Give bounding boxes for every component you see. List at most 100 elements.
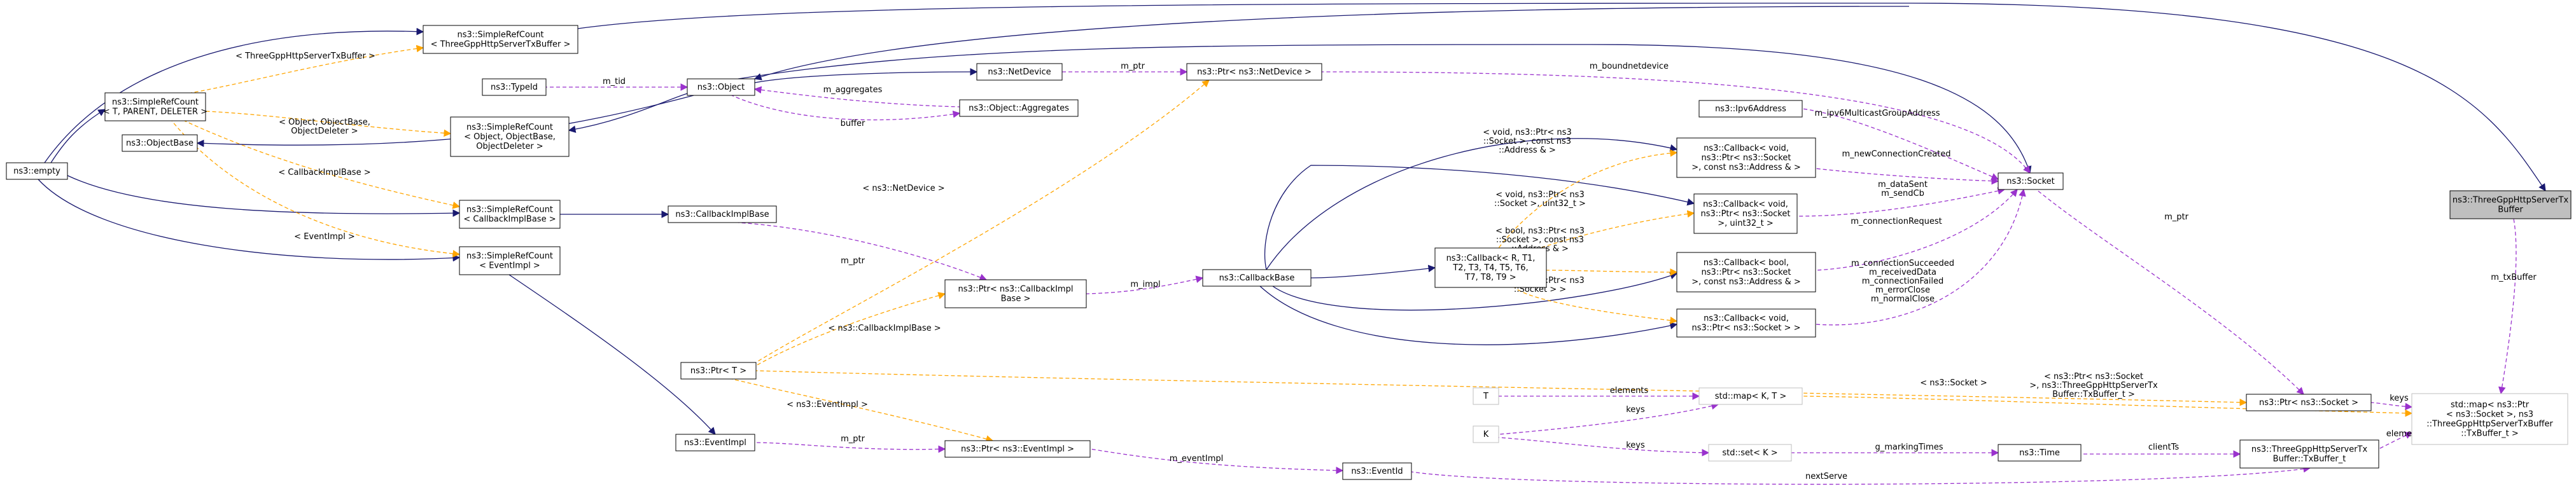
- class-node-label: ns3::Callback< void,ns3::Ptr< ns3::Socke…: [1692, 314, 1801, 333]
- edge-label-nextserve: nextServe: [1805, 472, 1847, 481]
- class-node-stdmap-kt[interactable]: std::map< K, T >: [1698, 387, 1803, 405]
- edge-label-m-connreq: m_connectionRequest: [1851, 217, 1942, 226]
- class-node-typeid[interactable]: ns3::TypeId: [482, 78, 547, 96]
- edge-label-tid: m_tid: [603, 77, 626, 86]
- class-node-label: ns3::SimpleRefCount< EventImpl >: [466, 252, 553, 271]
- class-node-ptr-socket[interactable]: ns3::Ptr< ns3::Socket >: [2246, 394, 2372, 411]
- class-node-label: ns3::TypeId: [491, 83, 538, 92]
- edge-label-nd-ptr: m_ptr: [1121, 62, 1145, 71]
- edge-label-marking: g_markingTimes: [1875, 443, 1943, 452]
- edge-stdmap-socket-to-ptr-socket: [2370, 402, 2413, 411]
- edge-ptr-t-to-ptr-nd: [755, 79, 1210, 363]
- edge-stdmap-socket-to-threegpp: [2498, 218, 2517, 395]
- class-node-stdset-k[interactable]: std::set< K >: [1708, 444, 1792, 462]
- class-node-netdevice[interactable]: ns3::NetDevice: [976, 63, 1063, 81]
- edge-cb3-to-socket: [1815, 189, 2018, 271]
- edge-label-src-cib-to-tbp: < CallbackImplBase >: [278, 168, 370, 177]
- edge-label-src-ei-to-tbp: < EventImpl >: [294, 232, 355, 242]
- class-node-src-threegpp[interactable]: ns3::SimpleRefCount< ThreeGppHttpServerT…: [423, 25, 578, 54]
- class-node-aggregates[interactable]: ns3::Object::Aggregates: [959, 99, 1079, 117]
- class-node-empty[interactable]: ns3::empty: [6, 162, 68, 180]
- class-node-label: ns3::Ptr< ns3::EventImpl >: [961, 444, 1074, 454]
- class-node-ipv6address[interactable]: ns3::Ipv6Address: [1698, 100, 1803, 118]
- edge-stdmap-kt-to-stdmap-socket: [1802, 396, 2413, 417]
- class-node-label: ns3::SimpleRefCount< ThreeGppHttpServerT…: [431, 31, 571, 50]
- edge-ptr-t-to-ptr-ei: [731, 378, 994, 443]
- edges: [38, 3, 2546, 485]
- edge-label-m-boundnetdevice: m_boundnetdevice: [1590, 62, 1669, 71]
- class-node-src-callbackimplbase[interactable]: ns3::SimpleRefCount< CallbackImplBase >: [459, 200, 561, 229]
- class-node-label: ns3::SimpleRefCount< Object, ObjectBase,…: [464, 123, 556, 151]
- class-node-k[interactable]: K: [1473, 425, 1499, 443]
- edge-src-cib-to-tbp: [184, 120, 461, 209]
- edge-cb4-to-callbackbase: [1259, 286, 1678, 345]
- edge-label-cib-ptr: m_ptr: [841, 256, 865, 266]
- class-node-label: ns3::Callback< void,ns3::Ptr< ns3::Socke…: [1691, 144, 1801, 172]
- class-node-label: ns3::Callback< R, T1,T2, T3, T4, T5, T6,…: [1446, 254, 1536, 282]
- edge-stdmap-kt-to-k: [1498, 402, 1719, 435]
- class-node-time[interactable]: ns3::Time: [1998, 444, 2082, 462]
- class-node-label: T: [1483, 392, 1488, 401]
- edge-labels: < ThreeGppHttpServerTxBuffer >< Object, …: [235, 52, 2537, 481]
- class-node-object[interactable]: ns3::Object: [687, 78, 755, 96]
- class-node-src-eventimpl[interactable]: ns3::SimpleRefCount< EventImpl >: [459, 246, 561, 275]
- class-node-eventimpl[interactable]: ns3::EventImpl: [675, 434, 755, 451]
- class-node-eventid[interactable]: ns3::EventId: [1342, 462, 1412, 480]
- class-node-ptr-eventimpl[interactable]: ns3::Ptr< ns3::EventImpl >: [944, 440, 1091, 458]
- edge-cb1-to-callbackbase: [1266, 138, 1678, 270]
- class-node-label: ns3::Ptr< ns3::NetDevice >: [1197, 67, 1312, 77]
- edge-label-clientts: clientTs: [2148, 443, 2179, 452]
- nodes: ns3::empty ns3::SimpleRefCount< T, PARENT…: [6, 25, 2572, 480]
- class-node-callbackbase[interactable]: ns3::CallbackBase: [1202, 269, 1312, 287]
- edge-ipv6-to-socket: [1802, 108, 1999, 181]
- class-node-cb-void-socket-addr[interactable]: ns3::Callback< void,ns3::Ptr< ns3::Socke…: [1676, 137, 1816, 178]
- class-node-label: ns3::Object::Aggregates: [969, 104, 1069, 113]
- class-node-label: ns3::CallbackImplBase: [675, 210, 769, 219]
- class-node-callback-rt[interactable]: ns3::Callback< R, T1,T2, T3, T4, T5, T6,…: [1434, 247, 1547, 288]
- edge-stdset-k-to-k: [1498, 437, 1710, 457]
- edge-src-object-to-object: [568, 93, 688, 133]
- class-node-label: ns3::SimpleRefCount< T, PARENT, DELETER …: [103, 98, 207, 117]
- edge-ptr-cib-to-cib: [738, 222, 988, 281]
- class-node-src-object[interactable]: ns3::SimpleRefCount< Object, ObjectBase,…: [450, 116, 570, 157]
- edge-src-threegpp-to-empty: [44, 27, 424, 163]
- class-node-cb-void-socket-uint[interactable]: ns3::Callback< void,ns3::Ptr< ns3::Socke…: [1693, 193, 1798, 234]
- class-node-stdmap-socket[interactable]: std::map< ns3::Ptr< ns3::Socket >, ns3::…: [2411, 393, 2568, 445]
- class-node-label: ns3::Callback< bool,ns3::Ptr< ns3::Socke…: [1691, 258, 1801, 287]
- class-node-objectbase[interactable]: ns3::ObjectBase: [122, 134, 198, 152]
- edge-label-src-threegpp-to-tbp: < ThreeGppHttpServerTxBuffer >: [235, 52, 375, 61]
- edge-ptr-t-to-ptr-cib: [755, 292, 946, 366]
- class-node-label: ns3::Object: [697, 83, 745, 92]
- edge-label-m-impl: m_impl: [1130, 280, 1160, 289]
- class-node-label: ns3::NetDevice: [988, 67, 1051, 77]
- class-node-simplerefcount-tbp[interactable]: ns3::SimpleRefCount< T, PARENT, DELETER …: [103, 92, 207, 121]
- edge-src-threegpp-to-tbp: [190, 45, 424, 93]
- edge-label-keys-k1: keys: [1626, 405, 1645, 415]
- class-node-ptr-netdevice[interactable]: ns3::Ptr< ns3::NetDevice >: [1186, 63, 1322, 81]
- class-node-t[interactable]: T: [1473, 387, 1499, 405]
- edge-object-to-aggregates: [753, 86, 960, 107]
- class-node-label: ns3::empty: [13, 167, 60, 176]
- class-node-cb-bool-socket-addr[interactable]: ns3::Callback< bool,ns3::Ptr< ns3::Socke…: [1676, 252, 1816, 293]
- edge-ptr-nd-boundnetdevice: [1321, 71, 2031, 174]
- edge-cb-rt-to-callbackbase: [1310, 265, 1436, 279]
- edge-tbp-to-empty: [50, 109, 106, 163]
- edge-label-ptr-ei-tpl: < ns3::EventImpl >: [787, 400, 868, 410]
- class-node-callbackimplbase[interactable]: ns3::CallbackImplBase: [668, 205, 777, 223]
- class-node-ptr-t[interactable]: ns3::Ptr< T >: [680, 362, 757, 380]
- class-node-socket[interactable]: ns3::Socket: [1998, 172, 2064, 190]
- edge-objectbase-to-object: [196, 95, 694, 148]
- class-node-cb-void-socket[interactable]: ns3::Callback< void,ns3::Ptr< ns3::Socke…: [1676, 308, 1816, 338]
- edge-callbackbase-to-ptr-cib: [1086, 275, 1204, 294]
- edge-threegpp-to-src: [577, 3, 2546, 191]
- class-node-label: ns3::Callback< void,ns3::Ptr< ns3::Socke…: [1701, 200, 1791, 228]
- edge-label-cb1-tpl: < void, ns3::Ptr< ns3::Socket >, const n…: [1483, 128, 1571, 155]
